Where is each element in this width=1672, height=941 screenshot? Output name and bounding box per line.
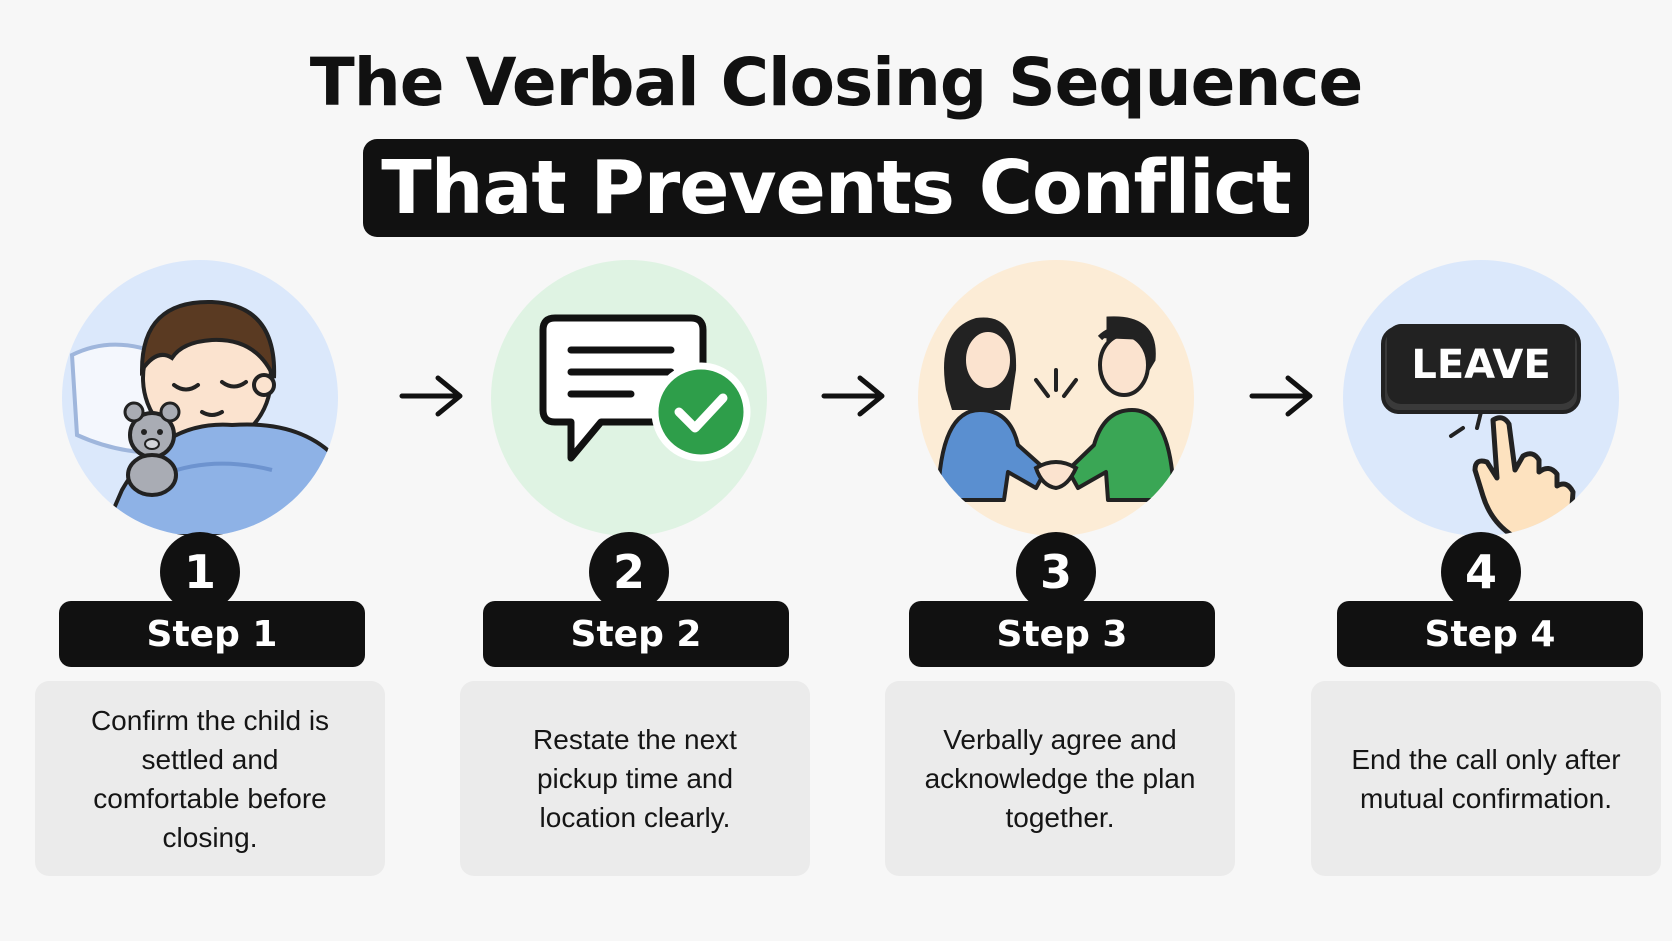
leave-button-label: LEAVE (1411, 342, 1550, 388)
step-number-badge: 2 (589, 532, 669, 612)
chat-bubble-check-icon (491, 260, 767, 536)
handshake-icon (918, 260, 1194, 536)
step-description-card: Restate the next pickup time and locatio… (460, 681, 810, 876)
step-label: Step 1 (59, 601, 365, 667)
step-number-badge: 4 (1441, 532, 1521, 612)
step-label: Step 4 (1337, 601, 1643, 667)
sleeping-child-icon (62, 260, 338, 536)
title-line-2: That Prevents Conflict (381, 145, 1291, 231)
arrow-right-icon (820, 372, 888, 420)
title-highlight-box: That Prevents Conflict (363, 139, 1309, 237)
step-description: End the call only after mutual confirmat… (1351, 743, 1621, 814)
step-description: Verbally agree and acknowledge the plan … (924, 724, 1196, 833)
step-description: Restate the next pickup time and locatio… (533, 724, 737, 833)
step-label: Step 2 (483, 601, 789, 667)
arrow-right-icon (1248, 372, 1316, 420)
leave-button-hand-icon: LEAVE (1343, 260, 1619, 536)
step-number-badge: 3 (1016, 532, 1096, 612)
step-description-card: End the call only after mutual confirmat… (1311, 681, 1661, 876)
step-description: Confirm the child is settled and comfort… (90, 704, 330, 853)
step-description-card: Confirm the child is settled and comfort… (35, 681, 385, 876)
arrow-right-icon (398, 372, 466, 420)
step-number-badge: 1 (160, 532, 240, 612)
step-label: Step 3 (909, 601, 1215, 667)
step-description-card: Verbally agree and acknowledge the plan … (885, 681, 1235, 876)
title-line-1: The Verbal Closing Sequence (309, 44, 1364, 121)
